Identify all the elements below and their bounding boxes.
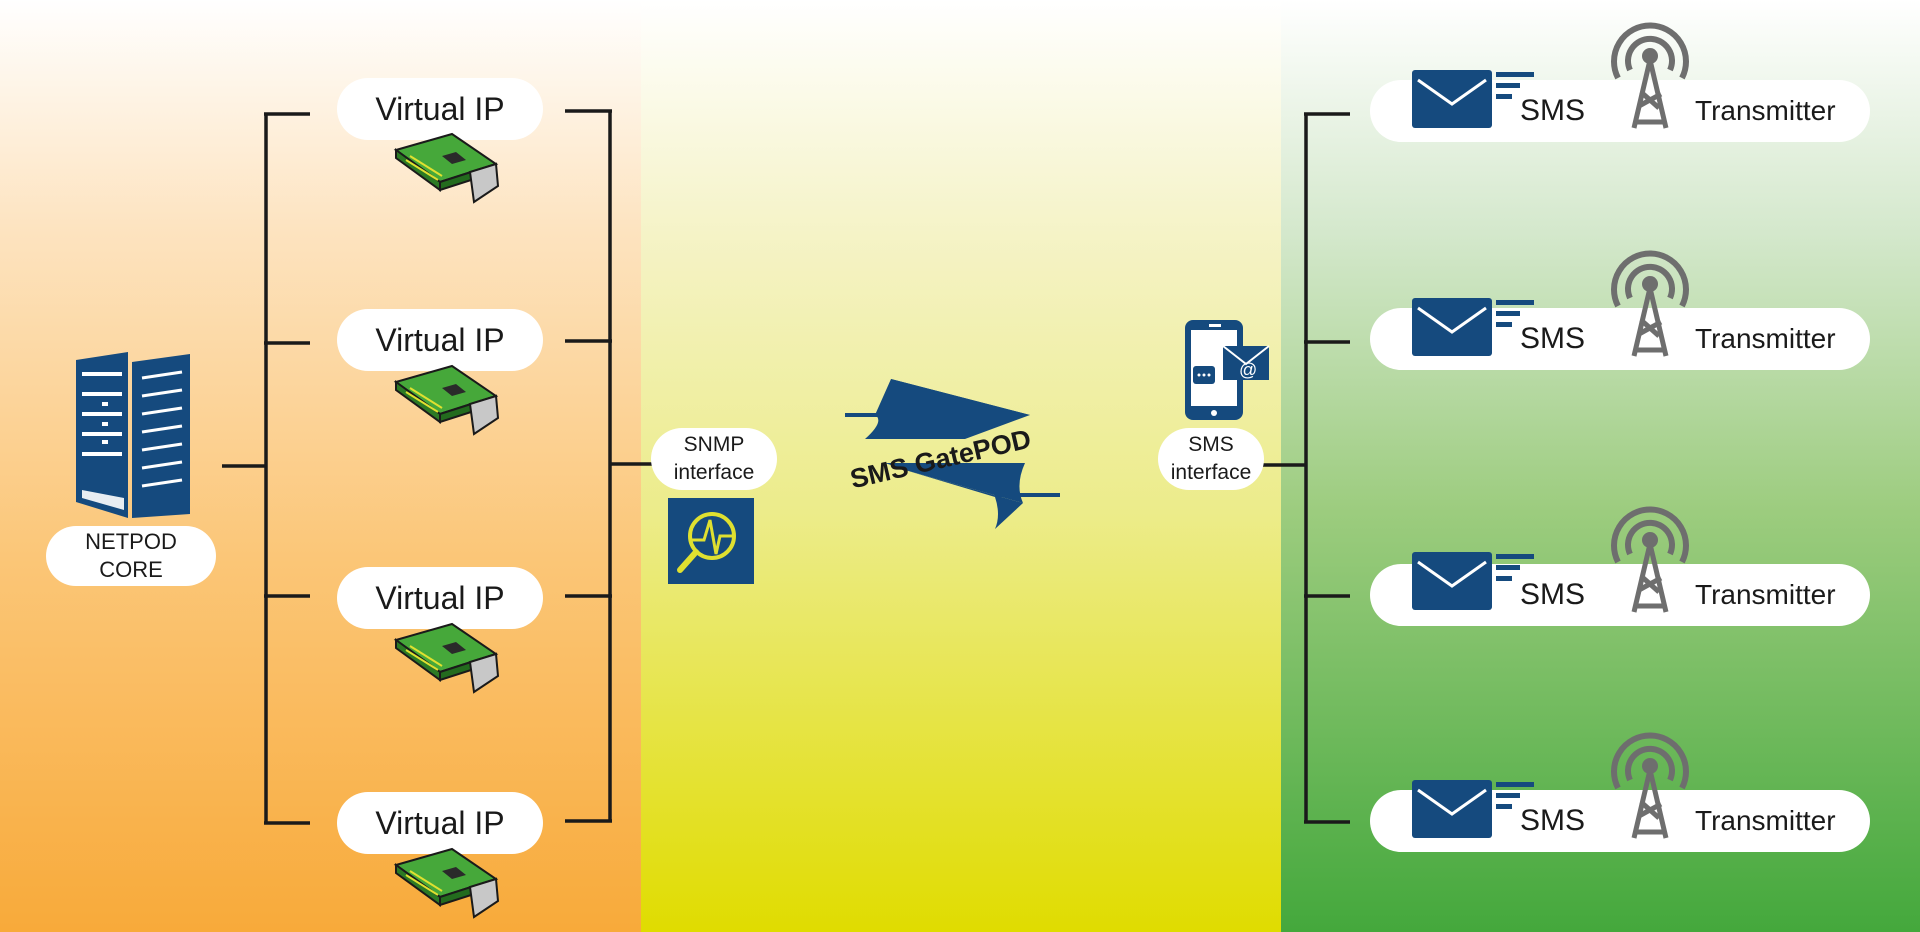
snmp-line1: SNMP (683, 433, 745, 456)
sms-label: SMS (1520, 94, 1586, 127)
transmitter-tower-icon (1611, 22, 1689, 129)
transmitter-row-3: SMS Transmitter (1370, 564, 1870, 626)
network-card-icon (393, 847, 500, 919)
sms-interface-line1: SMS (1188, 433, 1234, 456)
virtual-ip-3: Virtual IP (337, 567, 543, 629)
gatepod-logo (845, 379, 1060, 529)
transmitter-tower-icon (1611, 732, 1689, 839)
virtual-ip-1: Virtual IP (337, 78, 543, 140)
transmitter-label: Transmitter (1695, 579, 1836, 610)
transmitter-tower-icon (1611, 250, 1689, 357)
transmitter-tower-icon (1611, 506, 1689, 613)
envelope-icon (1412, 552, 1534, 610)
envelope-icon (1412, 298, 1534, 356)
sms-label: SMS (1520, 322, 1586, 355)
virtual-ip-label: Virtual IP (375, 804, 505, 841)
network-card-icon (393, 364, 500, 436)
transmitter-row-4: SMS Transmitter (1370, 790, 1870, 852)
snmp-interface-label: SNMP interface (651, 428, 777, 490)
snmp-line2: interface (673, 461, 755, 484)
virtual-ip-label: Virtual IP (375, 90, 505, 127)
envelope-icon (1412, 70, 1534, 128)
right-panel-background (1281, 0, 1920, 932)
sms-label: SMS (1520, 804, 1586, 837)
envelope-icon (1412, 780, 1534, 838)
virtual-ip-4: Virtual IP (337, 792, 543, 854)
phone-email-icon: @ (1185, 320, 1270, 420)
snmp-monitor-icon (668, 498, 754, 584)
network-card-icon (393, 132, 500, 204)
netpod-core-label: NETPOD CORE (46, 526, 216, 586)
netpod-core-label-line1: NETPOD (85, 529, 177, 554)
svg-text:@: @ (1239, 360, 1257, 380)
server-rack-icon (76, 352, 190, 518)
transmitter-label: Transmitter (1695, 95, 1836, 126)
virtual-ip-label: Virtual IP (375, 321, 505, 358)
sms-interface-line2: interface (1170, 461, 1252, 484)
network-card-icon (393, 622, 500, 694)
virtual-ip-2: Virtual IP (337, 309, 543, 371)
netpod-core-label-line2: CORE (99, 557, 163, 582)
sms-interface-label: SMS interface (1158, 428, 1264, 490)
transmitter-label: Transmitter (1695, 805, 1836, 836)
transmitter-label: Transmitter (1695, 323, 1836, 354)
sms-label: SMS (1520, 578, 1586, 611)
virtual-ip-label: Virtual IP (375, 579, 505, 616)
